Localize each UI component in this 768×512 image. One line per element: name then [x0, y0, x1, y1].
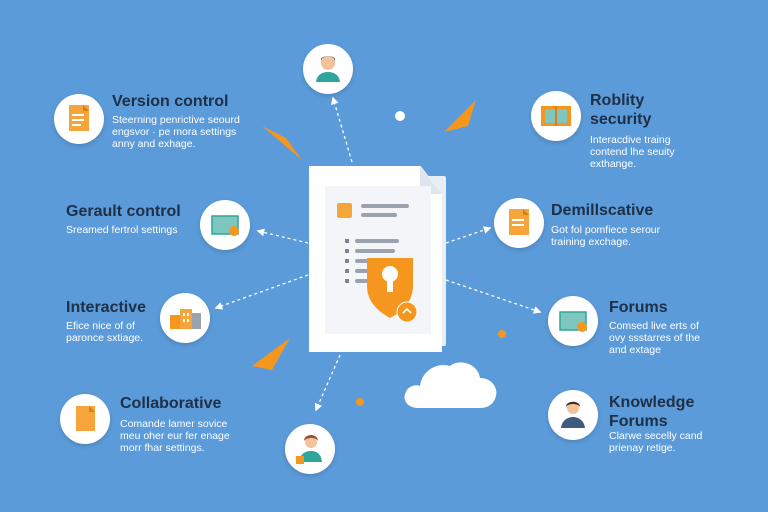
- left-body-3: Efice nice of of paronce sxtiage.: [66, 320, 144, 344]
- right-body-2: Got fol pomfiece serour training exchage…: [551, 224, 661, 248]
- connector-top: [331, 96, 353, 163]
- right-body-4: Clarwe secelly cand prienay retige.: [609, 430, 703, 454]
- document-bullet: [345, 279, 349, 283]
- right-title-2: Demillscative: [551, 202, 654, 219]
- document-bullet: [345, 239, 349, 243]
- left-title-4: Collaborative: [120, 395, 222, 412]
- left-node-4: [60, 394, 110, 444]
- document-line: [361, 213, 397, 217]
- building-icon: [170, 309, 201, 329]
- document-line: [361, 204, 409, 208]
- screen-icon: [559, 311, 587, 332]
- person-icon: [316, 56, 340, 82]
- document-icon: [509, 209, 529, 235]
- document-icon: [76, 406, 95, 431]
- person-icon: [561, 401, 585, 428]
- accent-dot: [395, 111, 405, 121]
- connector-left-2: [256, 228, 309, 244]
- document-line: [355, 239, 399, 243]
- document-line: [355, 249, 395, 253]
- right-body-1: Interacdive traing contend lhe seuity ex…: [590, 134, 675, 170]
- book-icon: [541, 106, 571, 126]
- document-square-icon: [337, 203, 352, 218]
- right-node-1: [531, 91, 581, 141]
- right-node-4: [548, 390, 598, 440]
- document-icon: [69, 105, 89, 131]
- accent-dot: [356, 398, 364, 406]
- right-title-4: Knowledge Forums: [609, 394, 695, 430]
- accent-dot: [498, 330, 506, 338]
- accent-triangle: [252, 338, 290, 370]
- right-node-3: [548, 296, 598, 346]
- shield-lock-icon: [367, 258, 418, 323]
- connector-right-2: [445, 226, 492, 244]
- bottom-node: [285, 424, 335, 474]
- left-title-1: Version control: [112, 93, 229, 110]
- document-content: [325, 186, 431, 334]
- top-node: [303, 44, 353, 94]
- document-bullet: [345, 269, 349, 273]
- connector-left-3: [214, 274, 309, 310]
- connector-right-3: [445, 279, 542, 314]
- document-bullet: [345, 259, 349, 263]
- right-body-3: Comsed live erts of ovy ssstarres of the…: [609, 320, 701, 356]
- right-node-2: [494, 198, 544, 248]
- left-node-2: [200, 200, 250, 250]
- person-waving-icon: [296, 435, 322, 464]
- left-node-3: [160, 293, 210, 343]
- left-node-1: [54, 94, 104, 144]
- screen-icon: [211, 215, 239, 236]
- right-title-1: Roblity security: [590, 92, 652, 128]
- accent-triangle: [262, 126, 302, 160]
- document-bullet: [345, 249, 349, 253]
- left-body-1: Steerning penrictive seourd engsvor · pe…: [112, 114, 240, 150]
- left-title-3: Interactive: [66, 299, 147, 316]
- connector-bottom: [314, 354, 341, 412]
- left-body-4: Comande lamer sovice meu oher eur fer en…: [120, 418, 230, 454]
- accent-triangle: [444, 100, 476, 132]
- cloud-icon: [404, 362, 497, 408]
- left-body-2: Sreamed fertrol settings: [66, 224, 178, 236]
- right-title-3: Forums: [609, 299, 668, 316]
- left-title-2: Gerault control: [66, 203, 181, 220]
